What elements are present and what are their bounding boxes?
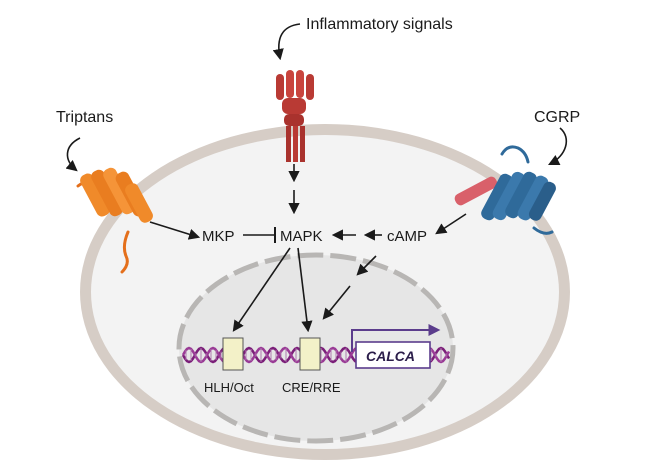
label-inflammatory-signals: Inflammatory signals (306, 16, 453, 33)
nucleus-envelope (176, 252, 456, 444)
arrow-camp-to-cre-2 (322, 285, 351, 320)
label-triptans: Triptans (56, 109, 113, 126)
arrow-camp-to-cre-1 (356, 255, 377, 276)
label-cre-rre: CRE/RRE (282, 380, 341, 395)
arrow-mapk-to-cre (297, 247, 313, 333)
cre-rre-promoter-box (299, 337, 321, 371)
promoter-arrow-icon (351, 324, 441, 352)
label-gene-calca: CALCA (366, 348, 415, 364)
arrow-mapk-to-hlh (232, 247, 291, 332)
gene-box (355, 341, 431, 369)
hlh-oct-promoter-box (222, 337, 244, 371)
triptan-receptor-icon (76, 167, 153, 274)
curved-arrow-icon (272, 23, 301, 61)
label-cgrp: CGRP (534, 109, 580, 126)
curved-arrow-icon (547, 127, 568, 166)
label-mapk: MAPK (280, 228, 323, 245)
label-camp: cAMP (387, 228, 427, 245)
cgrp-receptor-icon (454, 145, 556, 235)
label-mkp: MKP (202, 228, 235, 245)
curved-arrow-icon (65, 137, 81, 172)
inflammatory-receptor-icon (276, 70, 314, 162)
arrow-triptan-to-mkp (149, 221, 201, 240)
label-hlh-oct: HLH/Oct (204, 380, 254, 395)
arrow-cgrp-to-camp (435, 213, 467, 235)
